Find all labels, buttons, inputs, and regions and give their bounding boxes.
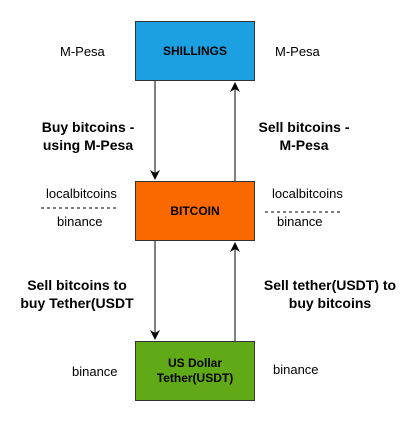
- edge-sell-bitcoins-tether: Sell bitcoins to buy Tether(USDT: [20, 277, 134, 311]
- usdt-label: US Dollar Tether(USDT): [156, 356, 234, 385]
- usdt-right-label: binance: [273, 362, 319, 377]
- bitcoin-right-bottom-label: binance: [277, 214, 323, 229]
- edge-sell-bitcoins: Sell bitcoins - M-Pesa: [258, 119, 350, 153]
- bitcoin-left-top-label: localbitcoins: [46, 186, 117, 201]
- bitcoin-left-bottom-label: binance: [57, 214, 103, 229]
- shillings-label: SHILLINGS: [162, 43, 227, 58]
- usdt-left-label: binance: [72, 364, 118, 379]
- bitcoin-label: BITCOIN: [170, 203, 220, 218]
- shillings-node: SHILLINGS: [135, 21, 255, 81]
- edge-buy-bitcoins: Buy bitcoins - using M-Pesa: [41, 119, 135, 153]
- bitcoin-right-top-label: localbitcoins: [272, 186, 343, 201]
- bitcoin-node: BITCOIN: [135, 181, 255, 241]
- shillings-right-label: M-Pesa: [275, 44, 320, 59]
- edge-sell-tether: Sell tether(USDT) to buy bitcoins: [263, 277, 397, 311]
- shillings-left-label: M-Pesa: [60, 44, 105, 59]
- usdt-node: US Dollar Tether(USDT): [135, 341, 255, 401]
